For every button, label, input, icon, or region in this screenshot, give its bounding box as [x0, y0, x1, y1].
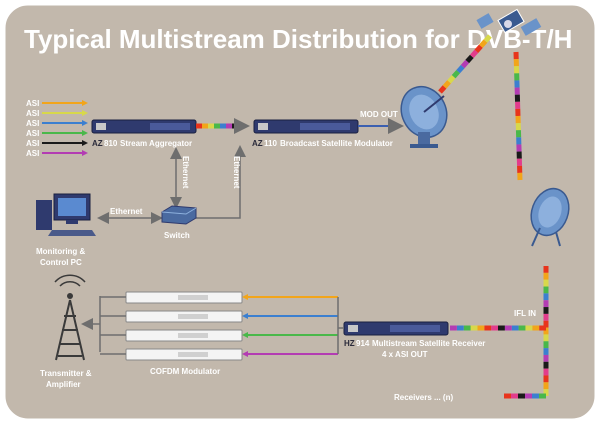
switch-label: Switch [164, 231, 190, 240]
aggregator-model-num: 810 [104, 139, 118, 148]
pc-label-line1: Monitoring & [36, 247, 86, 256]
receivers-label: Receivers ... (n) [394, 393, 453, 402]
cofdm-front-panel [178, 333, 208, 338]
modulator-model-num: 110 [264, 139, 277, 148]
stream-segment [440, 87, 445, 92]
asi-input-label: ASI [26, 119, 39, 128]
cofdm-label: COFDM Modulator [150, 367, 220, 376]
ethernet-label-3: Ethernet [110, 207, 143, 216]
asi-input-label: ASI [26, 109, 39, 118]
stream-segment [463, 61, 468, 66]
pc-label-line2: Control PC [40, 258, 82, 267]
cofdm-front-panel [178, 352, 208, 357]
stream-segment [467, 56, 472, 61]
stream-segment [481, 41, 486, 46]
ethernet-label-1: Ethernet [181, 156, 190, 189]
switch-icon [162, 206, 196, 224]
cofdm-front-panel [178, 295, 208, 300]
asi-input-label: ASI [26, 99, 39, 108]
modulator-name: Broadcast Satellite Modulator [280, 139, 393, 148]
aggregator-name: Stream Aggregator [120, 139, 192, 148]
asi-input-label: ASI [26, 149, 39, 158]
asi-input-label: ASI [26, 129, 39, 138]
mod-out-label: MOD OUT [360, 110, 398, 119]
satellite-receiver-device [344, 322, 448, 335]
asi-input-label: ASI [26, 139, 39, 148]
modulator-model-prefix: AZ [252, 139, 263, 148]
stream-segment [485, 36, 490, 41]
stream-segment [458, 67, 463, 72]
stream-segment [454, 72, 459, 77]
cofdm-front-panel [178, 314, 208, 319]
receiver-model-num: 914 [356, 339, 370, 348]
receiver-model-prefix: HZ [344, 339, 355, 348]
stream-segment [472, 51, 477, 56]
stream-segment [476, 46, 481, 51]
receiver-name: Multistream Satellite Receiver [372, 339, 485, 348]
background-panel [4, 4, 596, 420]
aggregator-model-prefix: AZ [92, 139, 103, 148]
satellite-modulator-device [254, 120, 358, 133]
stream-segment [445, 82, 450, 87]
transmitter-label-line1: Transmitter & [40, 369, 92, 378]
stream-segment [449, 77, 454, 82]
receiver-sub-label: 4 x ASI OUT [382, 350, 428, 359]
transmitter-label-line2: Amplifier [46, 380, 81, 389]
stream-aggregator-device [92, 120, 196, 133]
ifl-in-label: IFL IN [514, 309, 536, 318]
ethernet-label-2: Ethernet [232, 156, 241, 189]
